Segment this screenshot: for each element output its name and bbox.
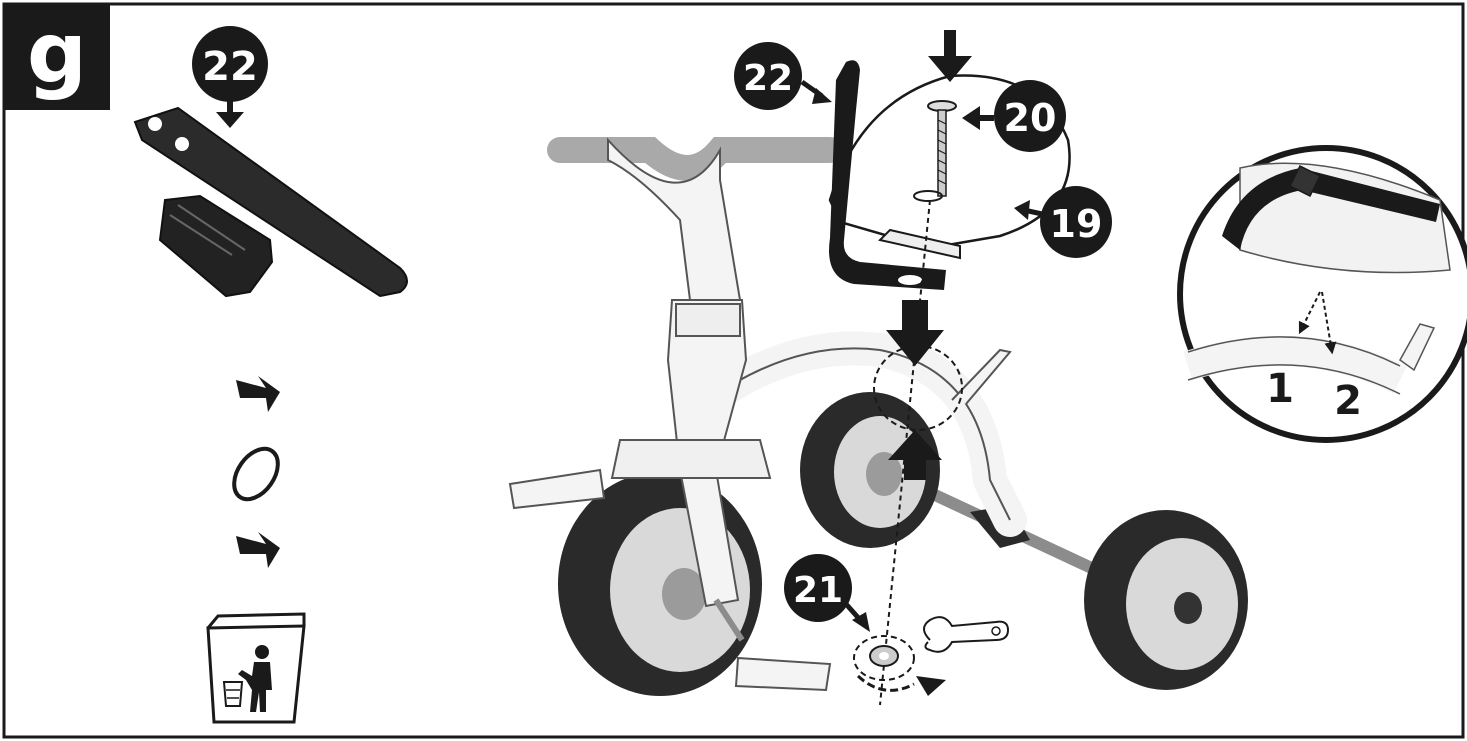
arrow-down-2 — [236, 532, 280, 568]
label-21-nut: 21 — [784, 554, 870, 632]
svg-text:22: 22 — [743, 58, 793, 99]
position-2-label: 2 — [1334, 378, 1362, 424]
o-ring-icon — [232, 446, 280, 502]
svg-text:22: 22 — [202, 44, 258, 90]
wrench-icon — [923, 616, 1010, 653]
step-badge: g — [4, 4, 110, 110]
arrow-nut-up — [888, 430, 942, 480]
label-22-strap: 22 — [192, 26, 268, 128]
seat-strap — [829, 60, 946, 291]
detail-view: 1 2 — [1177, 145, 1467, 443]
label-20-bolt: 20 — [962, 80, 1066, 152]
bolt — [913, 100, 957, 202]
arrow-down-1 — [236, 376, 280, 412]
label-22-seat: 22 — [734, 42, 832, 110]
svg-text:19: 19 — [1050, 202, 1103, 246]
label-19-seat: 19 — [1014, 186, 1112, 258]
svg-text:20: 20 — [1004, 96, 1057, 140]
arrow-seat-down — [886, 300, 944, 366]
safety-strap — [133, 106, 408, 298]
rear-left-wheel — [800, 392, 940, 548]
rear-right-wheel — [1084, 510, 1248, 690]
tricycle — [508, 137, 1248, 696]
trash-bin-icon — [206, 612, 306, 724]
arrow-bolt-down — [928, 30, 972, 82]
svg-text:21: 21 — [793, 570, 843, 611]
position-1-label: 1 — [1266, 366, 1294, 412]
nut — [853, 635, 946, 696]
step-label: g — [27, 4, 87, 102]
